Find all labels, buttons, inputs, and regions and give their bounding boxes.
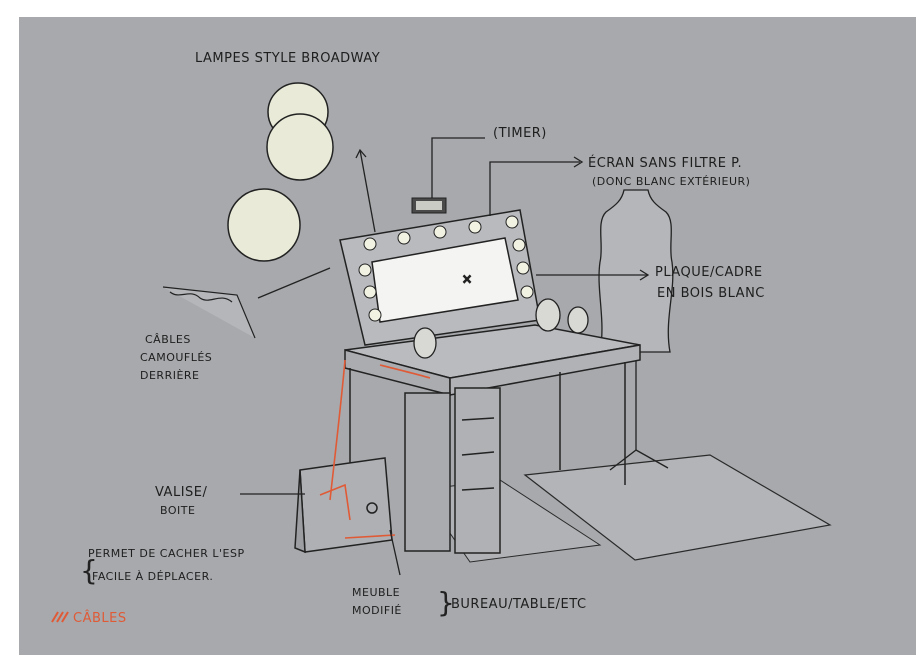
broadway-lamps bbox=[228, 83, 333, 261]
legend-cables-label: CÂBLES bbox=[73, 610, 127, 626]
case-note: PERMET DE CACHER L'ESP bbox=[88, 547, 245, 560]
svg-text:×: × bbox=[462, 272, 472, 286]
suitcase-box bbox=[295, 458, 392, 552]
cable-drape bbox=[163, 287, 255, 338]
screen-label: ÉCRAN SANS FILTRE P. bbox=[588, 155, 742, 171]
case-label-2: BOITE bbox=[160, 504, 195, 517]
furniture-label: MEUBLE bbox=[352, 586, 400, 599]
cables-label-2: CAMOUFLÉS bbox=[140, 351, 212, 364]
furniture-label-2: MODIFIÉ bbox=[352, 604, 402, 617]
cables-label: CÂBLES bbox=[145, 333, 191, 346]
timer-label: (TIMER) bbox=[493, 126, 547, 141]
red-hatch-icon bbox=[52, 612, 68, 622]
screen-sublabel: (DONC BLANC EXTÉRIEUR) bbox=[592, 175, 750, 188]
lamps-label: LAMPES STYLE BROADWAY bbox=[195, 51, 380, 66]
digital-timer-icon bbox=[412, 198, 446, 213]
furniture-types: BUREAU/TABLE/ETC bbox=[451, 597, 587, 612]
case-note-2: FACILE À DÉPLACER. bbox=[92, 570, 213, 583]
frame-sublabel: EN BOIS BLANC bbox=[657, 286, 765, 301]
frame-label: PLAQUE/CADRE bbox=[655, 265, 763, 280]
case-note-brace: { bbox=[80, 554, 98, 587]
mannequin-bust bbox=[599, 190, 673, 470]
case-label: VALISE/ bbox=[155, 485, 207, 500]
furniture-brace: } bbox=[437, 586, 455, 619]
cables-label-3: DERRIÈRE bbox=[140, 369, 200, 382]
